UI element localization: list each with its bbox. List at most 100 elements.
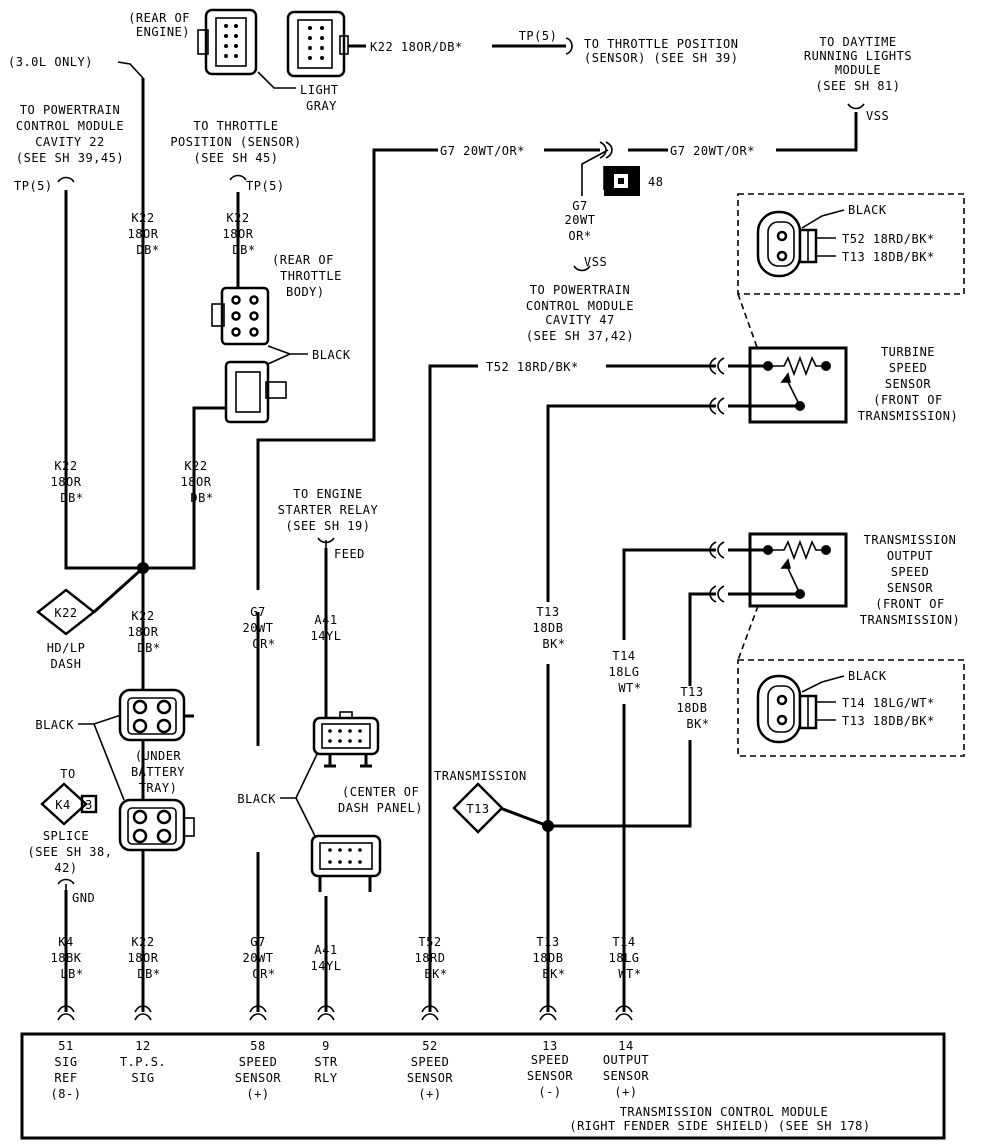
- t52-bottom-3: BK*: [424, 967, 447, 981]
- to-pcm-22-2: CONTROL MODULE: [16, 119, 124, 133]
- k4-splice-label: K4: [55, 798, 70, 812]
- black-throttle-label: BLACK: [312, 348, 351, 362]
- output-speed-sensor: [748, 532, 848, 608]
- pin-number: 13: [542, 1039, 557, 1053]
- ground-48-symbol: [604, 166, 640, 196]
- g7-mid-1: G7: [250, 605, 265, 619]
- t13-right-3: BK*: [686, 717, 709, 731]
- leader-black-dash: [280, 751, 319, 843]
- tcm-pin-12: 12 T.P.S. SIG: [120, 1039, 166, 1085]
- a41-bottom-1: A41: [314, 943, 337, 957]
- wire-g7-drop: [581, 149, 609, 196]
- battery-tray-connector-bottom: [118, 798, 195, 852]
- dash-panel-connector-bottom: [310, 834, 382, 892]
- leader-3-0l: [117, 61, 144, 79]
- to-daytime-1: TO DAYTIME: [819, 35, 896, 49]
- k22-center-1: K22: [131, 609, 154, 623]
- t14-bottom-2: 18LG: [609, 951, 640, 965]
- wire-t13-splice: [499, 806, 549, 828]
- pin-name-1: SPEED: [531, 1053, 570, 1067]
- under-battery-3: TRAY): [139, 781, 178, 795]
- splice-t13: [542, 820, 554, 832]
- k22-bottom-1: K22: [131, 935, 154, 949]
- to-pcm-47-1: TO POWERTRAIN: [530, 283, 630, 297]
- g7-mid-2: 20WT: [243, 621, 274, 635]
- g7-bottom-1: G7: [250, 935, 265, 949]
- k22-center-2: 18OR: [128, 625, 159, 639]
- k22-left-lower-3: DB*: [60, 491, 83, 505]
- throttle-body-mate-connector: [224, 360, 287, 424]
- wire-t13-right-up: [688, 592, 716, 686]
- g7-right-label: G7 20WT/OR*: [670, 144, 755, 158]
- k4-bottom-3: LB*: [60, 967, 83, 981]
- pin-number: 58: [250, 1039, 265, 1053]
- t13-splice-label: T13: [466, 802, 489, 816]
- to-k4-label: TO: [60, 767, 75, 781]
- pin-name-2: RLY: [314, 1071, 337, 1085]
- tcm-pin-51: 51 SIG REF (8-): [51, 1039, 81, 1101]
- center-dash-2: DASH PANEL): [338, 801, 423, 815]
- to-pcm-47-2: CONTROL MODULE: [526, 299, 634, 313]
- connectors: [118, 8, 965, 892]
- wire-k22-left-branch: [64, 190, 143, 570]
- k22-left-lower-1: K22: [54, 459, 77, 473]
- 3-0l-only-label: (3.0L ONLY): [8, 55, 93, 69]
- pin-name-1: SPEED: [239, 1055, 278, 1069]
- wire-turbine-b: [546, 404, 716, 602]
- pin-sign: (-): [538, 1085, 561, 1099]
- a41-mid-1: A41: [314, 613, 337, 627]
- t14-bottom-3: WT*: [618, 967, 641, 981]
- output-speed-1: TRANSMISSION: [864, 533, 957, 547]
- t14-bottom-1: T14: [612, 935, 635, 949]
- black-turbine-label: BLACK: [848, 203, 887, 217]
- ground-48-label: 48: [648, 175, 663, 189]
- k4-bottom-2: 18BK: [51, 951, 82, 965]
- t13-mid-3: BK*: [542, 637, 565, 651]
- black-output-label: BLACK: [848, 669, 887, 683]
- to-daytime-2: RUNNING LIGHTS: [804, 49, 912, 63]
- tcm-location: (RIGHT FENDER SIDE SHIELD) (SEE SH 178): [569, 1119, 870, 1133]
- mark-turbine-b-inline: [709, 397, 725, 415]
- rear-of-engine-label-1: (REAR OF: [128, 11, 190, 25]
- t14-mid-3: WT*: [618, 681, 641, 695]
- rear-throttle-body-2: THROTTLE: [280, 269, 342, 283]
- output-speed-3: SPEED: [891, 565, 930, 579]
- t13-splice-diamond: T13: [452, 782, 504, 834]
- splice-see-2: (SEE SH 38,: [28, 845, 113, 859]
- to-starter-relay-2: STARTER RELAY: [278, 503, 379, 517]
- t13-bottom-1: T13: [536, 935, 559, 949]
- to-pcm-22-1: TO POWERTRAIN: [20, 103, 120, 117]
- pin-number: 51: [58, 1039, 73, 1053]
- pin-name-1: SIG: [54, 1055, 77, 1069]
- to-starter-relay-3: (SEE SH 19): [286, 519, 371, 533]
- t14-mid-1: T14: [612, 649, 635, 663]
- pin-name-1: OUTPUT: [603, 1053, 649, 1067]
- pin-name-1: STR: [314, 1055, 337, 1069]
- rear-engine-connector: [197, 8, 258, 76]
- g7-bottom-3: OR*: [252, 967, 275, 981]
- to-pcm-22-3: CAVITY 22: [35, 135, 105, 149]
- mark-output-b-inline: [709, 585, 725, 603]
- light-gray-label-2: GRAY: [306, 99, 337, 113]
- rear-of-engine-label-2: ENGINE): [136, 25, 190, 39]
- throttle-body-connector: [211, 286, 270, 346]
- pin-name-1: T.P.S.: [120, 1055, 166, 1069]
- turbine-connector-detail: [737, 193, 965, 351]
- tcm-pin-58: 58 SPEED SENSOR (+): [235, 1039, 281, 1101]
- under-battery-1: (UNDER: [135, 749, 182, 763]
- light-gray-label-1: LIGHT: [300, 83, 339, 97]
- t13-bottom-2: 18DB: [533, 951, 564, 965]
- turbine-speed-3: SENSOR: [885, 377, 932, 391]
- k22-left-upper-3: DB*: [136, 243, 159, 257]
- pin-name-2: REF: [54, 1071, 77, 1085]
- output-speed-2: OUTPUT: [887, 549, 933, 563]
- k22-mid-upper-3: DB*: [232, 243, 255, 257]
- wire-k22-throttle-lower: [143, 406, 226, 570]
- output-connector-detail: [737, 605, 965, 757]
- vss-mid-label: VSS: [584, 255, 607, 269]
- turbine-speed-2: SPEED: [889, 361, 928, 375]
- center-dash-1: (CENTER OF: [342, 785, 419, 799]
- k22-splice-label: K22: [54, 606, 77, 620]
- a41-bottom-2: 14YL: [311, 959, 342, 973]
- t13-turbine-conn-label: T13 18DB/BK*: [842, 250, 935, 264]
